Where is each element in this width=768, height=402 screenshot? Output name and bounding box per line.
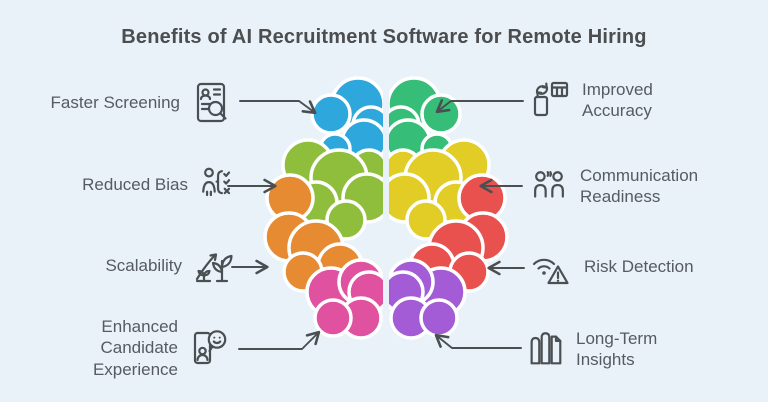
benefit-label: Faster Screening [50,93,180,113]
benefit-item-risk-detection: Risk Detection [530,243,694,291]
people-talking-icon [528,165,570,207]
page-title: Benefits of AI Recruitment Software for … [121,26,647,48]
device-calculator-icon [528,78,572,122]
growth-plant-icon [192,244,236,288]
benefit-label: Improved Accuracy [582,79,653,120]
right-lobe-purple [389,258,467,340]
benefit-label: Long-Term Insights [576,328,658,369]
bar-chart-document-icon [524,328,566,370]
resume-search-icon [190,81,234,125]
benefit-label: Risk Detection [584,257,694,277]
benefit-item-communication-readiness: Communication Readiness [528,162,712,210]
benefit-label: Reduced Bias [82,175,188,195]
brain-right-hemisphere [389,76,509,340]
candidate-chat-icon [188,326,232,370]
brain-illustration [263,76,509,340]
benefit-item-faster-screening: Faster Screening [0,79,234,127]
left-lobe-pink [305,258,383,340]
benefit-label: Enhanced Candidate Experience [92,317,178,379]
brain-left-hemisphere [263,76,383,340]
benefit-item-reduced-bias: Reduced Bias [0,161,240,209]
wifi-warning-icon [530,245,574,289]
benefit-item-enhanced-candidate-experience: Enhanced Candidate Experience [0,316,232,380]
benefit-item-improved-accuracy: Improved Accuracy [528,76,674,124]
benefit-item-long-term-insights: Long-Term Insights [524,325,672,373]
benefit-label: Scalability [105,256,182,276]
benefit-label: Communication Readiness [580,165,699,206]
benefit-item-scalability: Scalability [0,242,236,290]
bias-checklist-icon [198,164,240,206]
